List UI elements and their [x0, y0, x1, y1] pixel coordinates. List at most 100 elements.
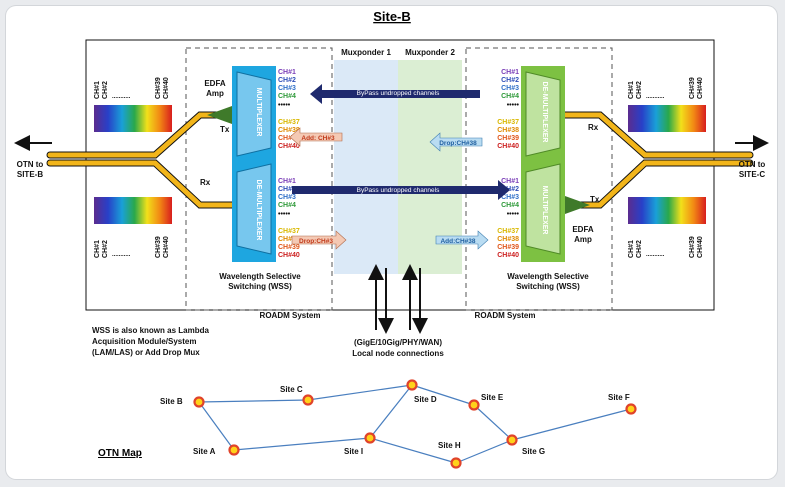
- right-mux-channel-7: CH#39: [497, 244, 519, 251]
- bypass-label-top: ByPass undropped channels: [357, 90, 441, 97]
- svg-text:CH#40: CH#40: [697, 77, 704, 99]
- site-c-node: [302, 394, 314, 406]
- muxponder-1-label: Muxponder 1: [341, 48, 391, 57]
- right-roadm-label: ROADM System: [475, 311, 536, 320]
- right-wss-caption-1: Wavelength Selective: [507, 272, 589, 281]
- right-edfa-triangle: [565, 196, 590, 214]
- left-mux-trapezoid: [236, 71, 272, 157]
- otn-map-title: OTN Map: [98, 448, 142, 459]
- right-edfa-line2: Amp: [574, 235, 592, 244]
- right-edfa-line1: EDFA: [572, 225, 594, 234]
- right-demux-label: DE-MULTIPLEXER: [541, 82, 548, 143]
- svg-text:CH#40: CH#40: [163, 236, 170, 258]
- otn-map-links: [198, 384, 632, 464]
- svg-text:CH#1: CH#1: [628, 240, 635, 258]
- left-mux-channel-3: CH#4: [278, 93, 296, 100]
- right-mux-channel-2: CH#3: [501, 194, 519, 201]
- left-mux-channel-1: CH#2: [278, 77, 296, 84]
- svg-text:...........: ...........: [646, 94, 665, 100]
- left-rx-label: Rx: [200, 178, 211, 187]
- site-a-label: Site A: [193, 447, 216, 456]
- bypass-arrow-top: [310, 84, 480, 104]
- muxponder-2-label: Muxponder 2: [405, 48, 455, 57]
- right-mux-channel-5: CH#37: [497, 228, 519, 235]
- site-e-node: [468, 399, 480, 411]
- svg-text:CH#2: CH#2: [102, 81, 109, 99]
- svg-text:CH#39: CH#39: [689, 236, 696, 258]
- site-g-label: Site G: [522, 447, 545, 456]
- left-demux-trapezoid: [236, 163, 272, 255]
- wss-note-line1: WSS is also known as Lambda: [92, 326, 209, 335]
- left-mux-channel-8: CH#40: [278, 143, 300, 150]
- site-h-label: Site H: [438, 441, 461, 450]
- left-demux-label: DE-MULTIPLEXER: [255, 180, 262, 241]
- spectrum-labels-left-bottom: CH#1 CH#2 ........... CH#39 CH#40: [94, 236, 170, 258]
- right-mux-label: MULTIPLEXER: [541, 186, 548, 235]
- svg-text:CH#39: CH#39: [155, 236, 162, 258]
- site-g-node: [506, 434, 518, 446]
- site-i-node: [364, 432, 376, 444]
- site-b-node: [193, 396, 205, 408]
- svg-text:CH#1: CH#1: [94, 81, 101, 99]
- svg-text:CH#39: CH#39: [689, 77, 696, 99]
- spectrum-labels-right-top: CH#1 CH#2 ........... CH#39 CH#40: [628, 77, 704, 100]
- right-mux-channel-3: CH#4: [501, 202, 519, 209]
- svg-text:CH#40: CH#40: [163, 77, 170, 99]
- left-otn-line1: OTN to: [17, 160, 44, 169]
- right-demux-channel-1: CH#2: [501, 77, 519, 84]
- site-f-node: [625, 403, 637, 415]
- left-roadm-box: [185, 47, 333, 311]
- right-wss-caption-2: Switching (WSS): [516, 282, 580, 291]
- svg-text:CH#40: CH#40: [697, 236, 704, 258]
- right-otn-line1: OTN to: [739, 160, 766, 169]
- spectrum-left-bottom: [94, 197, 172, 224]
- right-demux-channel-4: •••••: [507, 102, 520, 109]
- spectrum-right-bottom: [628, 197, 706, 224]
- right-otn-line2: SITE-C: [739, 170, 765, 179]
- site-e-label: Site E: [481, 393, 504, 402]
- left-mux-channel-0: CH#1: [278, 69, 296, 76]
- left-add-arrow: [289, 127, 343, 147]
- site-c-label: Site C: [280, 385, 303, 394]
- right-mux-channel-8: CH#40: [497, 252, 519, 259]
- left-mux-channel-4: •••••: [278, 102, 291, 109]
- local-conn-line2: Local node connections: [352, 349, 444, 358]
- right-roadm-box: [465, 47, 613, 311]
- left-mux-channel-5: CH#37: [278, 119, 300, 126]
- left-drop-arrow: [291, 230, 347, 250]
- left-demux-channel-7: CH#39: [278, 244, 300, 251]
- left-edfa-line2: Amp: [206, 89, 224, 98]
- wss-note-line3: (LAM/LAS) or Add Drop Mux: [92, 348, 200, 357]
- svg-text:...........: ...........: [646, 252, 665, 258]
- left-demux-channel-3: CH#4: [278, 202, 296, 209]
- left-edfa-line1: EDFA: [204, 79, 226, 88]
- page-title: Site-B: [373, 9, 411, 24]
- right-mux-channel-1: CH#2: [501, 186, 519, 193]
- right-rx-label: Rx: [588, 123, 599, 132]
- svg-text:CH#2: CH#2: [636, 81, 643, 99]
- left-demux-channel-1: CH#2: [278, 186, 296, 193]
- svg-text:CH#2: CH#2: [636, 240, 643, 258]
- site-h-node: [450, 457, 462, 469]
- right-drop-arrow: [429, 132, 483, 152]
- right-tx-label: Tx: [590, 195, 600, 204]
- left-roadm-label: ROADM System: [260, 311, 321, 320]
- site-b-label: Site B: [160, 397, 183, 406]
- right-demux-channel-3: CH#4: [501, 93, 519, 100]
- left-demux-channel-0: CH#1: [278, 178, 296, 185]
- left-demux-channel-2: CH#3: [278, 194, 296, 201]
- svg-text:CH#1: CH#1: [628, 81, 635, 99]
- left-mux-channel-6: CH#38: [278, 127, 300, 134]
- svg-text:CH#2: CH#2: [102, 240, 109, 258]
- left-drop-label: Drop:CH#3: [299, 238, 333, 245]
- left-wss-caption-1: Wavelength Selective: [219, 272, 301, 281]
- left-mux-channel-2: CH#3: [278, 85, 296, 92]
- left-otn-line2: SITE-B: [17, 170, 43, 179]
- site-f-label: Site F: [608, 393, 630, 402]
- left-mux-channel-7: CH#39: [278, 135, 300, 142]
- left-add-label: Add: CH#3: [301, 135, 335, 142]
- right-add-label: Add:CH#38: [440, 238, 475, 245]
- site-d-node: [406, 379, 418, 391]
- local-connection-arrows: [368, 264, 428, 334]
- site-i-label: Site I: [344, 447, 363, 456]
